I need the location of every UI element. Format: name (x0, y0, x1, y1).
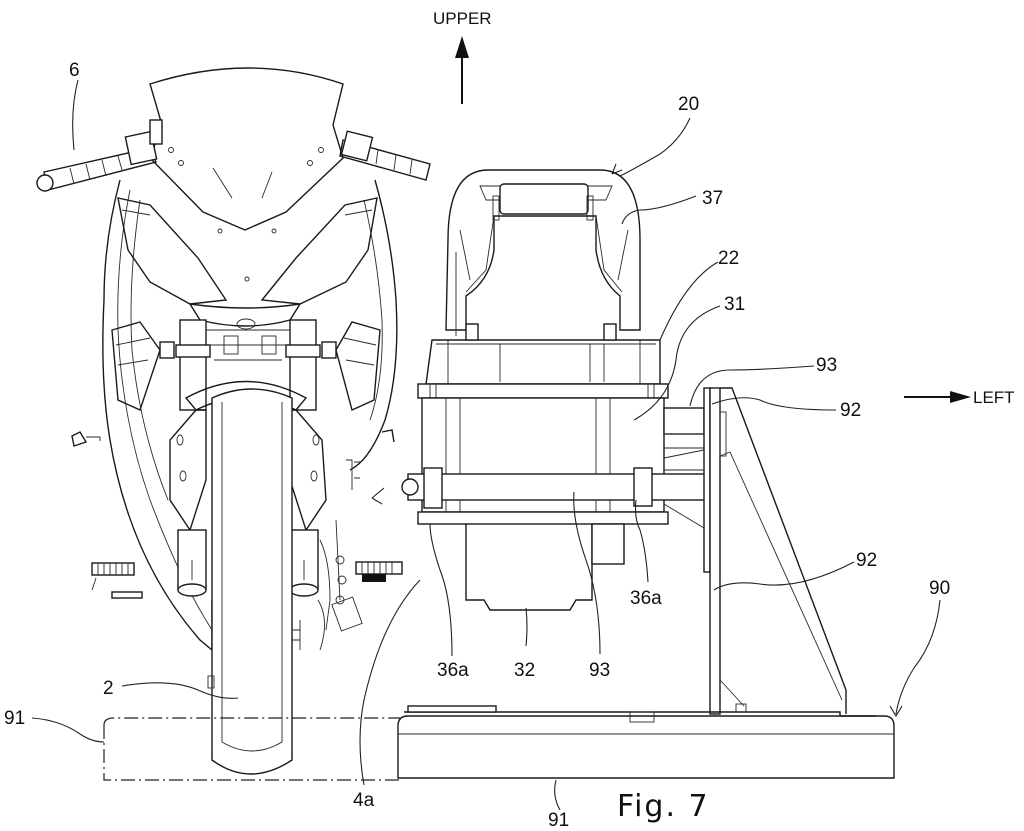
left-fork-tube (179, 319, 207, 411)
left-handlebar (36, 119, 163, 192)
label-upper-case: 22 (718, 248, 739, 269)
label-stand: 90 (929, 578, 950, 599)
cross-rail (407, 473, 709, 501)
label-mount-right: 36a (630, 588, 662, 609)
battery-unit (401, 169, 709, 611)
label-battery-body: 31 (724, 294, 745, 315)
left-direction-indicator: LEFT (904, 388, 1015, 407)
label-handle-cover: 37 (702, 188, 723, 209)
left-footpeg (91, 562, 143, 599)
left-headlight (117, 197, 228, 305)
label-lower-post: 92 (856, 550, 877, 571)
right-headlight (260, 197, 378, 305)
lower-flange (417, 511, 669, 525)
stand-base (397, 715, 895, 779)
motorcycle-front-view (36, 67, 431, 775)
front-wheel (211, 388, 293, 775)
right-fairing (349, 179, 398, 471)
label-motorcycle-side: 4a (353, 790, 375, 811)
label-upper-rail: 93 (816, 355, 837, 376)
label-mount-left: 36a (437, 660, 469, 681)
left-fork-guard (169, 409, 207, 532)
vertical-post (709, 387, 721, 715)
handle-cover (445, 169, 641, 331)
left-fairing (102, 179, 213, 652)
upper-label: UPPER (433, 9, 492, 28)
right-handlebar (339, 130, 431, 181)
stand-base-phantom-outline (103, 717, 400, 781)
label-battery-unit: 20 (678, 94, 699, 115)
mount-clamp-right (633, 467, 653, 507)
mount-clamp-left (423, 467, 443, 509)
figure-caption: Fig. 7 (617, 789, 710, 824)
upper-case (425, 339, 661, 385)
right-fork-guard (289, 409, 327, 532)
leader-lines (31, 79, 941, 811)
left-label: LEFT (973, 388, 1015, 407)
left-intake (111, 321, 161, 411)
right-footpeg (355, 561, 403, 582)
right-arrowhead-icon (950, 391, 971, 403)
label-stand-base-phantom: 91 (4, 708, 25, 729)
battery-stand (397, 387, 895, 779)
label-lower-rail: 93 (589, 660, 610, 681)
label-upper-post: 92 (840, 400, 861, 421)
upper-arm (663, 407, 705, 435)
label-handlebar: 6 (69, 60, 80, 81)
label-front-wheel: 2 (103, 678, 114, 699)
carry-handle (499, 183, 589, 215)
right-intake (335, 321, 381, 411)
upper-direction-indicator: UPPER (433, 9, 492, 104)
right-fork-tube (289, 319, 317, 411)
lower-case (465, 524, 593, 611)
label-stand-base: 91 (548, 810, 569, 831)
label-lower-case: 32 (514, 660, 535, 681)
diagonal-brace (720, 387, 847, 714)
mid-flange (417, 383, 669, 399)
windscreen (149, 67, 344, 231)
up-arrowhead-icon (455, 36, 469, 58)
